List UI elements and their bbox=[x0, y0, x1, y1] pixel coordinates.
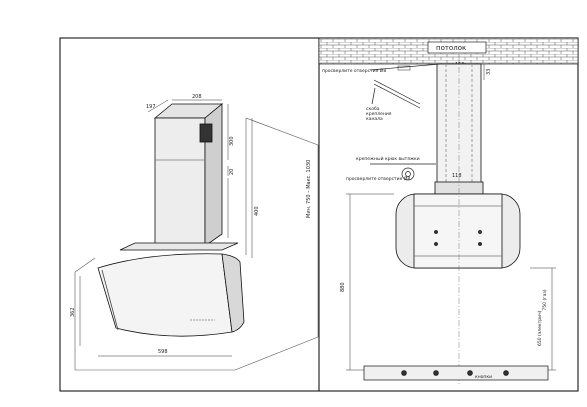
label-through-hole-top: просверлите отверстие Ø8 bbox=[322, 67, 386, 74]
ceiling-label-box bbox=[427, 41, 487, 54]
drill-glyph-top bbox=[397, 65, 411, 71]
dim-upper-height: 300 bbox=[229, 136, 235, 146]
dim-total-height: Мин. 750 – Макс. 1030 bbox=[306, 160, 312, 218]
label-buttons: кнопки bbox=[475, 375, 492, 380]
right-install-view: потолок 150 33 просверлите отверстие Ø8 … bbox=[318, 37, 579, 384]
dim-top-offset: 33 bbox=[486, 69, 492, 75]
dim-duct-width: 208 bbox=[192, 94, 202, 100]
left-isometric-view: 197 208 300 20 400 Мин. 750 – Макс. 1030… bbox=[70, 94, 319, 371]
ceiling-label: потолок bbox=[436, 44, 466, 52]
dim-hook-span: 118 bbox=[452, 173, 462, 179]
dim-height-hob: 650 (электрич)750 (газ) bbox=[537, 289, 548, 346]
dim-hood-height: 362 bbox=[70, 307, 76, 317]
dim-duct-depth: 197 bbox=[146, 104, 156, 110]
bracket-detail bbox=[369, 63, 441, 109]
label-hook: крепежный крюк вытяжки bbox=[356, 155, 420, 162]
dim-hood-width: 598 bbox=[158, 349, 168, 355]
dim-height-total: 880 bbox=[340, 282, 346, 292]
wall-outline bbox=[74, 117, 319, 371]
dim-gap: 20 bbox=[229, 169, 235, 175]
label-through-hole-mid: просверлите отверстие Ø8 bbox=[346, 175, 410, 182]
hob bbox=[363, 365, 549, 381]
hook-detail bbox=[370, 163, 436, 181]
hood-body bbox=[97, 242, 245, 337]
hood-front bbox=[395, 193, 521, 269]
dim-lower-height: 400 bbox=[254, 206, 260, 216]
chimney-duct bbox=[153, 103, 224, 247]
